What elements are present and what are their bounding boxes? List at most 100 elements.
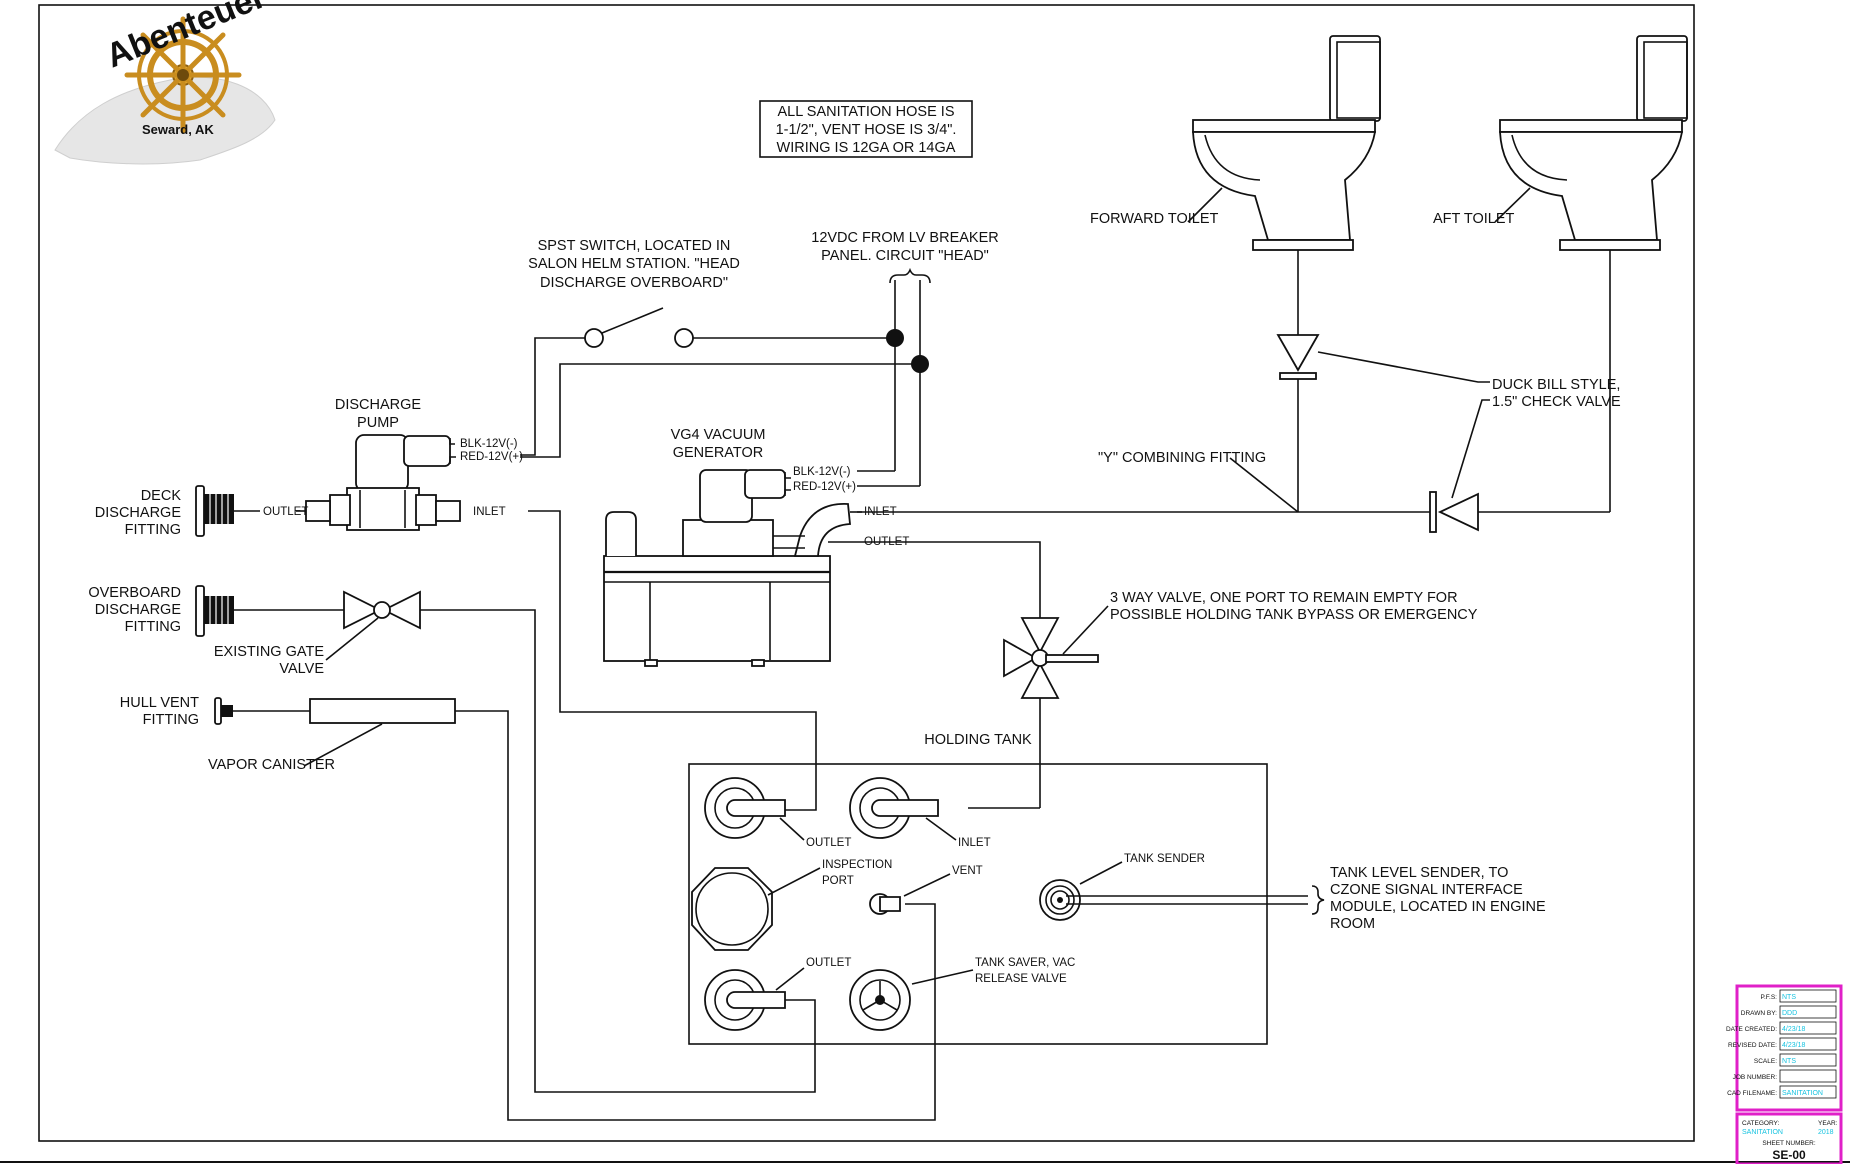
switch-label-3: DISCHARGE OVERBOARD" (540, 275, 728, 291)
note-line-1: ALL SANITATION HOSE IS (778, 104, 955, 120)
overboard-label-2: DISCHARGE (95, 602, 182, 618)
gate-valve-left (343, 590, 383, 630)
inspection-label-2: PORT (822, 875, 854, 887)
title-field-value: 4/23/18 (1782, 1042, 1805, 1049)
sheet-number-label: SHEET NUMBER: (1762, 1140, 1816, 1147)
title-block-fields (1735, 984, 1843, 1112)
title-field-value: NTS (1782, 994, 1796, 1001)
deck-fitting-label-3: FITTING (125, 522, 181, 538)
tank-inlet-label: INLET (958, 837, 991, 849)
pos-junction-dot (911, 355, 929, 373)
switch-label-1: SPST SWITCH, LOCATED IN (538, 238, 731, 254)
title-field-value: DDD (1782, 1010, 1797, 1017)
note-line-3: WIRING IS 12GA OR 14GA (777, 140, 956, 156)
hose-note: ALL SANITATION HOSE IS 1-1/2", VENT HOSE… (759, 100, 973, 158)
deck-discharge-fitting: DECK DISCHARGE FITTING (95, 485, 306, 538)
title-field-label: DRAWN BY: (1741, 1010, 1777, 1017)
aft-check-valve (1437, 492, 1479, 532)
inspection-port (691, 867, 773, 951)
three-way-label-2: POSSIBLE HOLDING TANK BYPASS OR EMERGENC… (1110, 607, 1478, 623)
title-field-box (1779, 1005, 1837, 1019)
logo-brand-text: Abenteuer (101, 0, 271, 75)
tank-outlet-label-1: OUTLET (806, 837, 851, 849)
gate-valve-body (373, 601, 391, 619)
power-label-2: PANEL. CIRCUIT "HEAD" (821, 248, 989, 264)
pump-blk-label: BLK-12V(-) (460, 438, 518, 450)
title-field-box (1779, 1069, 1837, 1083)
title-field-label: REVISED DATE: (1728, 1042, 1777, 1049)
tank-sender-label: TANK SENDER (1124, 853, 1205, 865)
pump-label-2: PUMP (357, 415, 399, 431)
pump-suction-hose (528, 510, 817, 811)
tank-outlet-label-2: OUTLET (806, 957, 851, 969)
vent-hose (455, 710, 936, 1121)
title-field-box (1779, 1053, 1837, 1067)
gate-valve-label-2: VALVE (279, 661, 324, 677)
holding-tank: HOLDING TANK OUTLET INLET INSPECTION POR… (688, 732, 1308, 1045)
tank-level-label-2: CZONE SIGNAL INTERFACE (1330, 882, 1523, 898)
pump-red-label: RED-12V(+) (460, 451, 523, 463)
spst-switch-lever (601, 307, 664, 334)
power-label-1: 12VDC FROM LV BREAKER (811, 230, 998, 246)
hull-vent-fitting: HULL VENT FITTING VAPOR CANISTER (120, 695, 936, 1121)
neg-junction-dot (886, 329, 904, 347)
title-field-label: DATE CREATED: (1726, 1026, 1777, 1033)
category-label: CATEGORY: (1742, 1120, 1780, 1127)
three-way-label-1: 3 WAY VALVE, ONE PORT TO REMAIN EMPTY FO… (1110, 590, 1458, 606)
three-way-valve: 3 WAY VALVE, ONE PORT TO REMAIN EMPTY FO… (862, 541, 1478, 808)
forward-check-valve (1276, 334, 1320, 372)
check-valve-label-1: DUCK BILL STYLE, (1492, 377, 1620, 393)
hull-vent-label-2: FITTING (143, 712, 199, 728)
discharge-pump: DISCHARGE PUMP BLK-12V(-) RED-12V(+) OUT… (263, 397, 523, 531)
deck-fitting-label-2: DISCHARGE (95, 505, 182, 521)
check-valves: DUCK BILL STYLE, 1.5" CHECK VALVE "Y" CO… (857, 250, 1621, 533)
title-field-label: CAD FILENAME: (1727, 1090, 1777, 1097)
title-field-label: SCALE: (1754, 1058, 1777, 1065)
abenteuer-logo: Abenteuer Seward, AK (54, 0, 276, 165)
vapor-canister (309, 698, 456, 724)
switch-contact-a (584, 328, 604, 348)
drawing-border (38, 4, 1695, 1142)
vg-label-1: VG4 VACUUM (671, 427, 766, 443)
inspection-label-1: INSPECTION (822, 859, 892, 871)
deck-fitting-label-1: DECK (141, 488, 182, 504)
title-field-box (1779, 1085, 1837, 1099)
holding-tank-label: HOLDING TANK (924, 732, 1032, 748)
title-field-value: NTS (1782, 1058, 1796, 1065)
title-field-box (1779, 1037, 1837, 1051)
vg-label-2: GENERATOR (673, 445, 764, 461)
power-wiring: SPST SWITCH, LOCATED IN SALON HELM STATI… (520, 230, 999, 487)
ships-wheel-icon (124, 16, 242, 134)
pump-outlet-label: OUTLET (263, 506, 308, 518)
tank-level-label-3: MODULE, LOCATED IN ENGINE (1330, 899, 1546, 915)
note-line-2: 1-1/2", VENT HOSE IS 3/4". (776, 122, 957, 138)
switch-contact-b (674, 328, 694, 348)
vg4-vacuum-generator: VG4 VACUUM GENERATOR BLK-12V(-) RED-12V(… (603, 427, 909, 667)
overboard-label-3: FITTING (125, 619, 181, 635)
tank-level-label-1: TANK LEVEL SENDER, TO (1330, 865, 1508, 881)
forward-toilet-label: FORWARD TOILET (1090, 211, 1219, 227)
title-field-value: 4/23/18 (1782, 1026, 1805, 1033)
tank-saver-label-2: RELEASE VALVE (975, 973, 1067, 985)
pump-label-1: DISCHARGE (335, 397, 422, 413)
vg-red-label: RED-12V(+) (793, 481, 856, 493)
aft-toilet: AFT TOILET (1433, 35, 1688, 251)
tank-level-note: TANK LEVEL SENDER, TO CZONE SIGNAL INTER… (1311, 865, 1546, 932)
check-valve-label-2: 1.5" CHECK VALVE (1492, 394, 1621, 410)
tank-level-label-4: ROOM (1330, 916, 1375, 932)
forward-toilet: FORWARD TOILET (1090, 35, 1381, 251)
vapor-canister-label: VAPOR CANISTER (208, 757, 335, 773)
logo-location-text: Seward, AK (142, 122, 214, 137)
pump-neg-wire (520, 337, 585, 456)
title-block: P.F.S: NTS DRAWN BY: DDD DATE CREATED: 4/23/1… (1726, 984, 1843, 1164)
year-label: YEAR: (1818, 1120, 1838, 1127)
title-field-label: P.F.S: (1760, 994, 1777, 1001)
aft-toilet-label: AFT TOILET (1433, 211, 1515, 227)
overboard-label-1: OVERBOARD (88, 585, 181, 601)
switch-label-2: SALON HELM STATION. "HEAD (528, 256, 740, 272)
title-field-label: JOB NUMBER: (1733, 1074, 1778, 1081)
power-brace (889, 267, 931, 284)
overboard-hose (420, 609, 816, 1093)
title-block-sheet (1735, 1112, 1843, 1164)
